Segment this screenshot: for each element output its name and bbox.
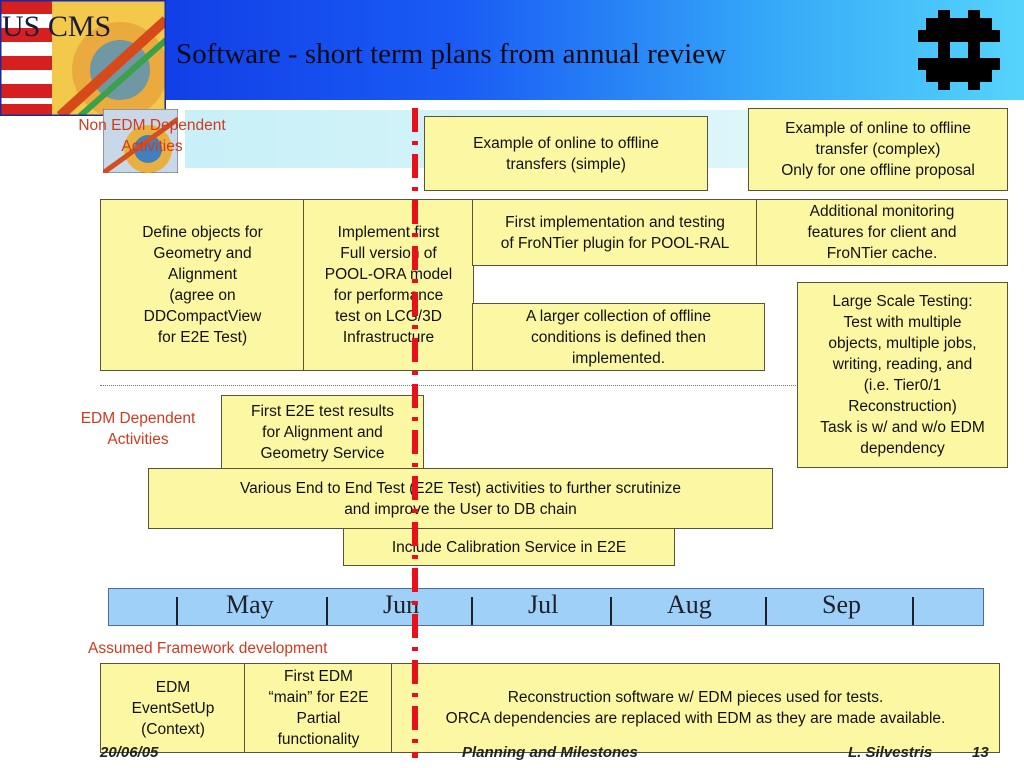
timeline-month-jul: Jul (528, 590, 559, 619)
divider-line (100, 385, 1000, 386)
timeline-separator (326, 597, 328, 625)
footer-title: Planning and Milestones (462, 744, 638, 761)
e2e-various-box: Various End to End Test (E2E Test) activ… (148, 468, 773, 529)
offline-conditions-box: A larger collection of offline condition… (472, 303, 765, 371)
today-marker-line (412, 108, 418, 758)
frontier-plugin-box: First implementation and testing of FroN… (472, 199, 758, 266)
calibration-service-box: Include Calibration Service in E2E (343, 528, 675, 566)
timeline-separator (912, 597, 914, 625)
implement-first-box: Implement first Full version of POOL-ORA… (303, 199, 474, 371)
first-edm-main-box: First EDM “main” for E2E Partial functio… (244, 663, 393, 753)
timeline-bar (108, 588, 984, 626)
large-scale-testing-box: Large Scale Testing: Test with multiple … (797, 282, 1008, 468)
fermilab-logo-graphic (918, 10, 1000, 90)
timeline-separator (765, 597, 767, 625)
e2e-results-box: First E2E test results for Alignment and… (221, 395, 424, 469)
cms-thumbnail-image (101, 108, 180, 176)
footer-author: L. Silvestris (848, 744, 933, 761)
framework-development-label: Assumed Framework development (88, 640, 328, 657)
header-bar (0, 0, 1024, 100)
footer-page-number: 13 (972, 744, 989, 761)
timeline-month-may: May (226, 590, 274, 619)
timeline-separator (176, 597, 178, 625)
timeline-month-aug: Aug (667, 590, 712, 619)
timeline-separator (471, 597, 473, 625)
timeline-separator (610, 597, 612, 625)
edm-eventsetup-box: EDM EventSetUp (Context) (100, 663, 246, 753)
slide-title: Software - short term plans from annual … (176, 38, 727, 70)
non-edm-dependent-label: Non EDM Dependent Activities (78, 117, 226, 155)
monitoring-box: Additional monitoring features for clien… (756, 199, 1008, 266)
footer-date: 20/06/05 (100, 744, 159, 761)
uscms-logo: US CMS (0, 0, 170, 120)
fermilab-logo (918, 10, 1000, 90)
edm-dependent-label: EDM Dependent Activities (80, 410, 196, 448)
uscms-logo-text: US CMS (2, 10, 112, 43)
online-offline-simple-box: Example of online to offline transfers (… (424, 116, 708, 191)
define-objects-box: Define objects for Geometry and Alignmen… (100, 199, 305, 371)
online-offline-complex-box: Example of online to offline transfer (c… (748, 108, 1008, 191)
reconstruction-software-box: Reconstruction software w/ EDM pieces us… (391, 663, 1000, 753)
timeline-month-sep: Sep (822, 590, 861, 619)
